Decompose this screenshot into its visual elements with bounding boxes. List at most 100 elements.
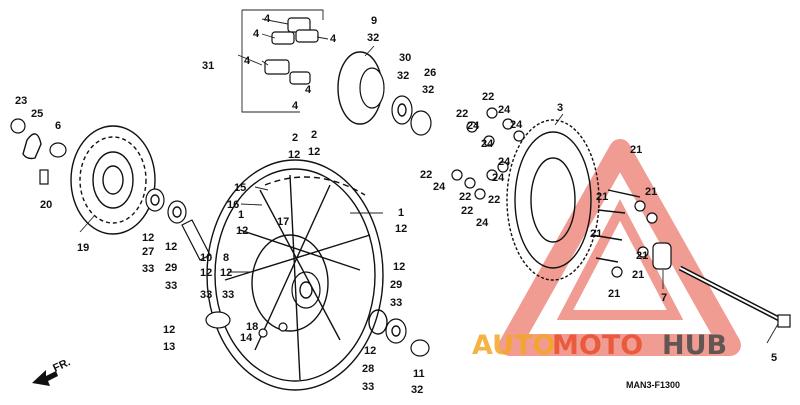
watermark-word-auto: AUTO [472,330,555,361]
callout-21d: 21 [590,228,602,240]
callout-4d: 4 [244,55,251,67]
callout-33e: 33 [390,297,402,309]
callout-18: 18 [246,321,258,333]
callout-33d: 33 [222,289,234,301]
callout-21c: 21 [645,186,657,198]
left-bearings [145,188,211,261]
callout-4b: 4 [253,28,260,40]
sprocket-bolts [591,189,658,278]
callout-1a: 1 [238,209,244,221]
callout-15: 15 [234,182,246,194]
callout-12k: 12 [364,345,376,357]
callout-4f: 4 [292,100,299,112]
tire-tread [264,176,366,196]
callout-1b: 1 [398,207,404,219]
callout-25: 25 [31,108,43,120]
direction-label: FR. [51,356,72,374]
collar-7 [652,242,672,270]
callout-3: 3 [557,102,563,114]
callout-4e: 4 [305,84,312,96]
callout-24g: 24 [492,172,505,184]
callout-29a: 29 [165,262,177,274]
callout-12g: 12 [308,146,320,158]
callout-12i: 12 [395,223,407,235]
callout-22a: 22 [456,108,468,120]
callout-24d: 24 [481,138,494,150]
callout-4c: 4 [330,33,337,45]
brake-disc [70,125,156,235]
callout-27: 27 [142,246,154,258]
callout-24e: 24 [433,181,446,193]
watermark-word-hub: HUB [662,330,727,361]
hub-flange [337,51,432,136]
callout-16: 16 [227,199,239,211]
callout-33f: 33 [362,381,374,393]
callout-28: 28 [362,363,374,375]
callout-20: 20 [40,199,52,211]
watermark-text: AUTO MOTO HUB [472,330,727,361]
callout-17: 17 [277,216,289,228]
callout-29b: 29 [390,279,402,291]
callout-12h: 12 [236,225,248,237]
callout-24a: 24 [498,104,511,116]
callout-22e: 22 [459,191,471,203]
callout-22b: 22 [482,91,494,103]
callout-33a: 33 [142,263,154,275]
rear-wheel [206,159,384,391]
callout-32d: 32 [422,84,434,96]
sprocket [506,119,600,281]
callout-32a: 32 [411,384,423,396]
watermark-word-moto: MOTO [552,330,643,361]
watermark-triangle [499,139,741,356]
callout-31: 31 [202,60,214,72]
callout-7: 7 [661,292,667,304]
callout-labels: 23 25 6 20 19 12 27 33 12 29 33 10 12 33… [15,13,777,396]
callout-22f: 22 [461,205,473,217]
front-direction-arrow: FR. [32,356,72,386]
callout-32b: 32 [367,32,379,44]
callout-33c: 33 [200,289,212,301]
rear-axle [678,265,791,328]
diagram-code: MAN3-F1300 [626,380,680,390]
callout-26: 26 [424,67,436,79]
callout-5: 5 [771,352,777,364]
callout-9: 9 [371,15,377,27]
callout-24h: 24 [476,217,489,229]
callout-12j: 12 [393,261,405,273]
callout-12e: 12 [163,324,175,336]
callout-24c: 24 [510,119,523,131]
callout-21a: 21 [630,144,642,156]
callout-24b: 24 [467,120,480,132]
sprocket-nuts [451,107,525,200]
leader-lines [79,18,779,344]
callout-12b: 12 [165,241,177,253]
callout-2b: 2 [311,129,317,141]
callout-12a: 12 [142,232,154,244]
callout-23: 23 [15,95,27,107]
callout-21e: 21 [636,250,648,262]
callout-8: 8 [223,252,229,264]
callout-19: 19 [77,242,89,254]
callout-2a: 2 [292,132,298,144]
damper-box [241,9,324,113]
callout-22c: 22 [420,169,432,181]
callout-6: 6 [55,120,61,132]
callout-22d: 22 [488,194,500,206]
callout-12f: 12 [288,149,300,161]
callout-10: 10 [200,252,212,264]
callout-14: 14 [240,332,253,344]
caliper-bracket [10,118,67,185]
callout-21g: 21 [608,288,620,300]
callout-12d: 12 [220,267,232,279]
callout-21f: 21 [632,269,644,281]
callout-4a: 4 [264,13,271,25]
callout-21b: 21 [596,191,608,203]
callout-12c: 12 [200,267,212,279]
callout-13: 13 [163,341,175,353]
callout-11: 11 [413,368,425,380]
callout-30: 30 [399,52,411,64]
callout-32c: 32 [397,70,409,82]
callout-24f: 24 [498,156,511,168]
seals [205,309,430,357]
